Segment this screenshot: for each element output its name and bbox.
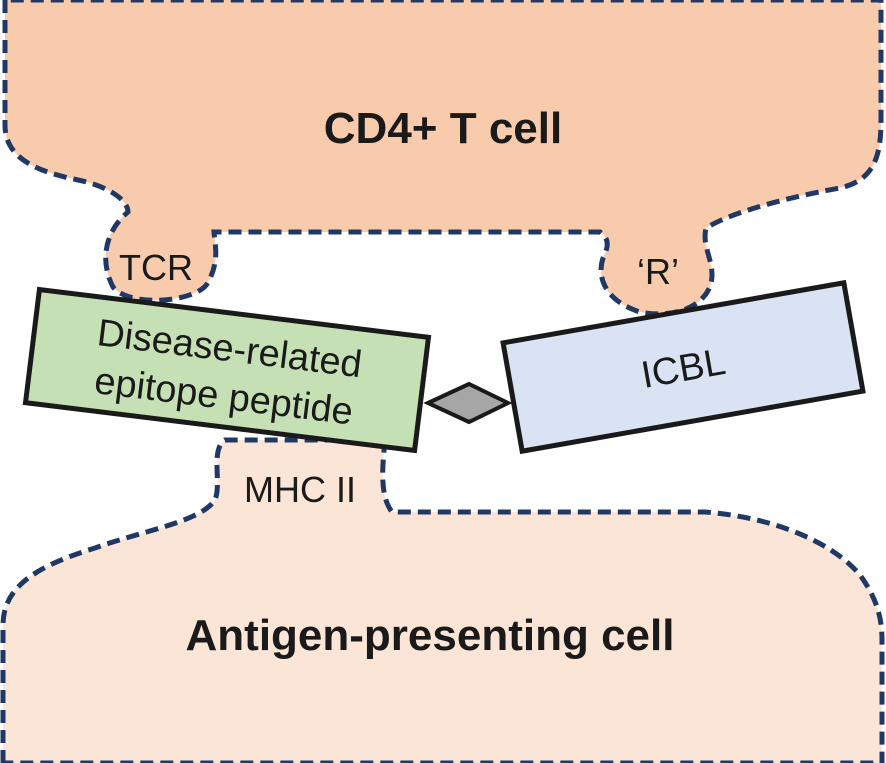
icbl-box <box>500 279 866 455</box>
apc-label: Antigen-presenting cell <box>186 611 675 660</box>
tcr-label: TCR <box>119 247 193 288</box>
receptor-label: ‘R’ <box>637 251 679 292</box>
peptide-box <box>22 286 432 454</box>
t-cell-label: CD4+ T cell <box>324 104 562 153</box>
linker-diamond <box>423 381 513 425</box>
t-cell-shape <box>2 0 884 317</box>
apc-shape <box>0 437 885 763</box>
mhc-label: MHC II <box>244 469 356 510</box>
